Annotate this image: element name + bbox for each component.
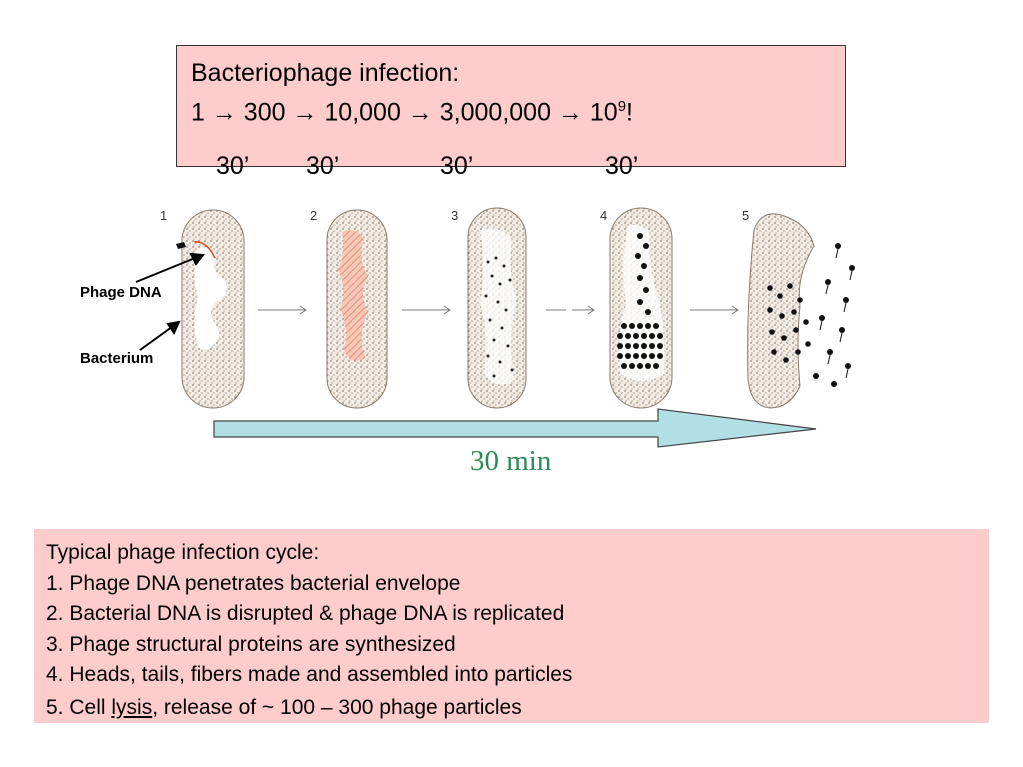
- phage-dna-strand: [193, 241, 216, 259]
- step-5-suffix: , release of ~ 100 – 300 phage particles: [152, 695, 522, 719]
- stage-arrows: [258, 305, 739, 315]
- interval-label-1: 30’: [216, 152, 250, 180]
- title-line-1: Bacteriophage infection:: [191, 59, 460, 87]
- steps-heading: Typical phage infection cycle:: [46, 541, 320, 564]
- growth-sequence: 1 → 300 → 10,000 → 3,000,000 → 10: [191, 98, 618, 127]
- panel-number-2: 2: [310, 208, 318, 223]
- cell-stage-5-lysis: [747, 213, 855, 409]
- title-line-2: 1 → 300 → 10,000 → 3,000,000 → 109!: [191, 90, 831, 129]
- phage-particle-icon: [176, 242, 186, 249]
- infection-steps-box: Typical phage infection cycle: 1. Phage …: [34, 529, 989, 723]
- exponent: 9: [617, 98, 627, 115]
- panel-number-3: 3: [451, 208, 459, 223]
- panel-number-5: 5: [742, 208, 750, 223]
- phage-dna-label: Phage DNA: [80, 284, 162, 301]
- panel-number-4: 4: [600, 208, 608, 223]
- step-1: 1. Phage DNA penetrates bacterial envelo…: [46, 571, 461, 595]
- interval-label-3: 30’: [440, 152, 474, 180]
- duration-label: 30 min: [470, 445, 552, 477]
- step-4: 4. Heads, tails, fibers made and assembl…: [46, 663, 573, 686]
- step-5: 5. Cell lysis, release of ~ 100 – 300 ph…: [46, 693, 977, 724]
- cell-stage-1: [176, 209, 245, 409]
- step-3: 3. Phage structural proteins are synthes…: [46, 632, 456, 656]
- cell-stage-2: [326, 209, 388, 409]
- lysis-link[interactable]: lysis: [111, 695, 153, 719]
- cell-stage-3: [467, 207, 527, 409]
- step-2: 2. Bacterial DNA is disrupted & phage DN…: [46, 602, 565, 625]
- time-arrow: [213, 408, 817, 448]
- panel-number-1: 1: [160, 208, 168, 223]
- exclamation: !: [626, 98, 633, 127]
- released-phages: [767, 243, 855, 387]
- interval-label-2: 30’: [306, 152, 340, 180]
- step-5-prefix: 5. Cell: [46, 695, 112, 719]
- label-pointers: [135, 252, 205, 351]
- interval-label-4: 30’: [605, 152, 639, 180]
- cell-stage-4: [609, 207, 673, 409]
- assembled-phage-heads: [617, 233, 663, 369]
- bacterium-label: Bacterium: [80, 350, 154, 367]
- replicating-dna-dots: [484, 256, 514, 378]
- title-box: Bacteriophage infection: 1 → 300 → 10,00…: [176, 45, 846, 167]
